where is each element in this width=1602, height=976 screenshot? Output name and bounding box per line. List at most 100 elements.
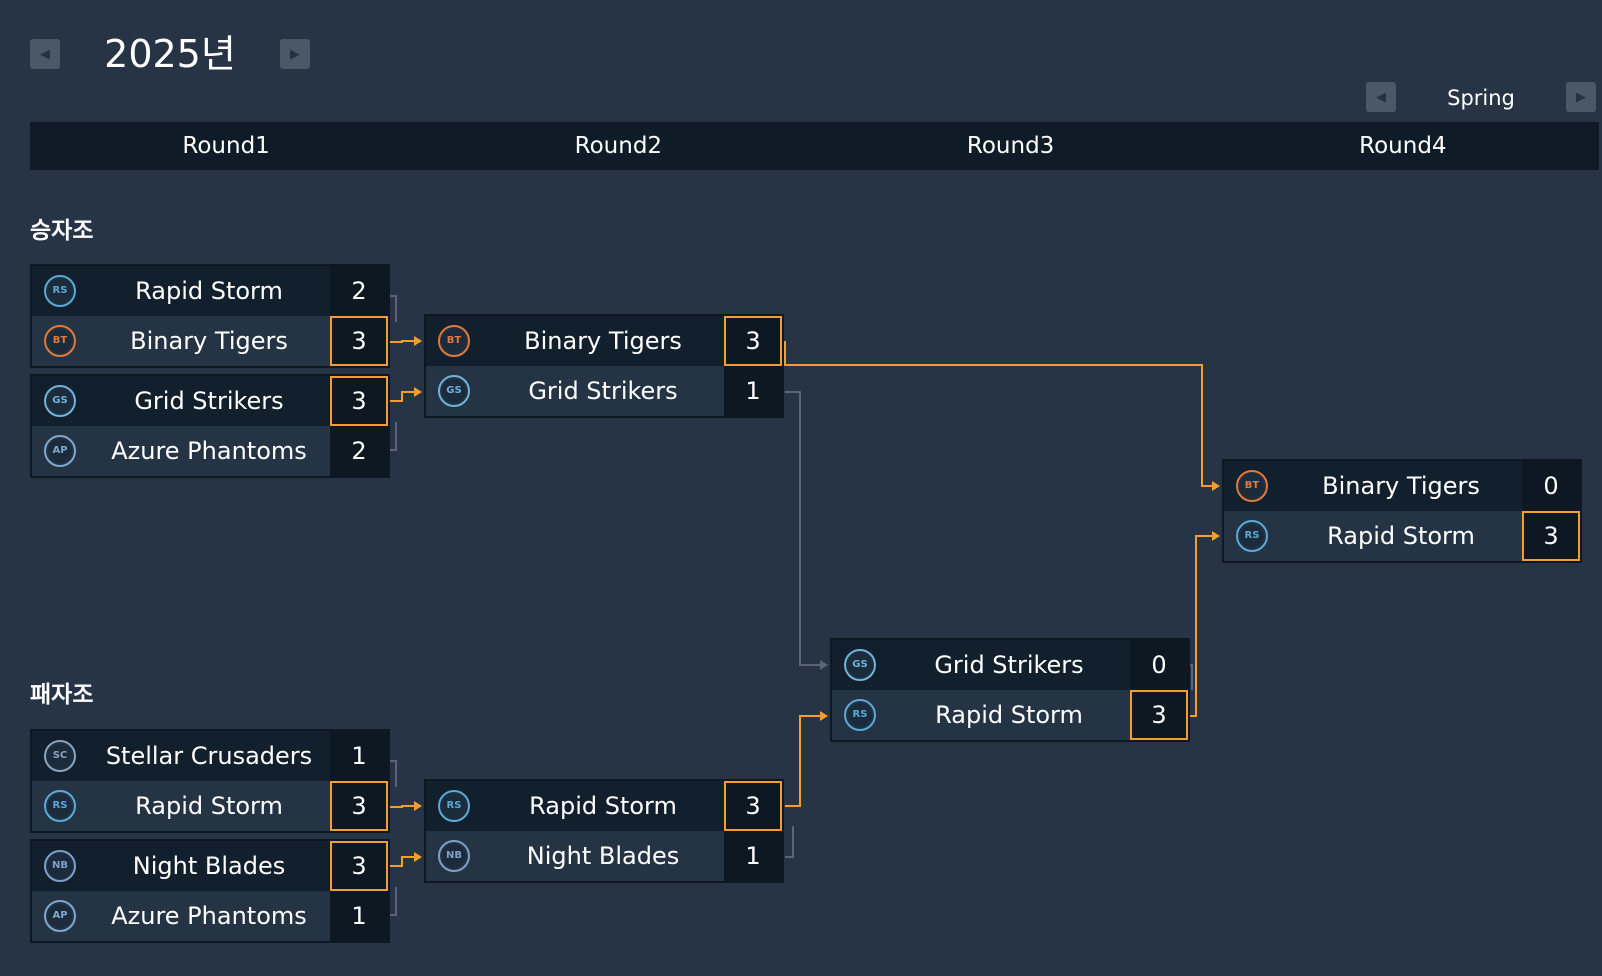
team-row[interactable]: GS Grid Strikers 1 xyxy=(426,366,782,416)
round-header-3: Round3 xyxy=(966,133,1055,159)
connector-arrow xyxy=(414,336,422,346)
rapid-storm-logo-icon: RS xyxy=(44,275,76,307)
team-row[interactable]: GS Grid Strikers 0 xyxy=(832,640,1188,690)
team-row[interactable]: BT Binary Tigers 3 xyxy=(426,316,782,366)
connector-line xyxy=(785,715,820,807)
team-name: Grid Strikers xyxy=(934,651,1084,679)
grid-strikers-logo-icon: GS xyxy=(844,649,876,681)
team-name: Binary Tigers xyxy=(130,327,288,355)
prev-year-button[interactable]: ◀ xyxy=(30,39,60,69)
winning-score: 3 xyxy=(1522,511,1580,561)
team-row[interactable]: RS Rapid Storm 3 xyxy=(426,781,782,831)
rounds-header: Round1 Round2 Round3 Round4 xyxy=(30,122,1599,170)
score: 0 xyxy=(1130,640,1188,690)
team-name: Grid Strikers xyxy=(134,387,284,415)
connector-line xyxy=(389,391,414,402)
team-row[interactable]: RS Rapid Storm 2 xyxy=(32,266,388,316)
arrow-right-icon: ▶ xyxy=(290,46,300,62)
binary-tigers-logo-icon: BT xyxy=(1236,470,1268,502)
team-row[interactable]: NB Night Blades 1 xyxy=(426,831,782,881)
score: 1 xyxy=(724,831,782,881)
arrow-left-icon: ◀ xyxy=(40,46,50,62)
connector-line xyxy=(389,805,414,808)
winning-score: 3 xyxy=(330,841,388,891)
winners-bracket-label: 승자조 xyxy=(30,218,94,244)
connector-arrow xyxy=(1212,481,1220,491)
team-name: Azure Phantoms xyxy=(111,902,307,930)
team-row[interactable]: GS Grid Strikers 3 xyxy=(32,376,388,426)
grid-strikers-logo-icon: GS xyxy=(438,375,470,407)
team-name: Rapid Storm xyxy=(135,792,283,820)
rapid-storm-logo-icon: RS xyxy=(844,699,876,731)
team-name: Azure Phantoms xyxy=(111,437,307,465)
team-row[interactable]: BT Binary Tigers 3 xyxy=(32,316,388,366)
team-name: Rapid Storm xyxy=(935,701,1083,729)
night-blades-logo-icon: NB xyxy=(438,840,470,872)
prev-season-button[interactable]: ◀ xyxy=(1366,82,1396,112)
connector-line xyxy=(1186,535,1212,717)
team-name: Night Blades xyxy=(526,842,680,870)
connector-arrow xyxy=(1212,531,1220,541)
round-header-2: Round2 xyxy=(574,133,663,159)
score: 2 xyxy=(330,426,388,476)
team-name: Stellar Crusaders xyxy=(105,742,313,770)
team-name: Rapid Storm xyxy=(1327,522,1475,550)
score: 2 xyxy=(330,266,388,316)
connector-arrow xyxy=(820,711,828,721)
connector-arrow xyxy=(820,660,828,670)
connector-arrow xyxy=(414,801,422,811)
night-blades-logo-icon: NB xyxy=(44,850,76,882)
connector-line xyxy=(784,341,1212,487)
round-header-4: Round4 xyxy=(1359,133,1447,159)
score: 1 xyxy=(330,891,388,941)
score: 1 xyxy=(724,366,782,416)
arrow-right-icon: ▶ xyxy=(1576,89,1586,105)
connector-line xyxy=(389,760,397,787)
rapid-storm-logo-icon: RS xyxy=(1236,520,1268,552)
binary-tigers-logo-icon: BT xyxy=(44,325,76,357)
team-name: Rapid Storm xyxy=(529,792,677,820)
next-season-button[interactable]: ▶ xyxy=(1566,82,1596,112)
connector-arrow xyxy=(414,852,422,862)
arrow-left-icon: ◀ xyxy=(1376,89,1386,105)
winning-score: 3 xyxy=(724,781,782,831)
next-year-button[interactable]: ▶ xyxy=(280,39,310,69)
winning-score: 3 xyxy=(330,316,388,366)
score: 0 xyxy=(1522,461,1580,511)
year-title: 2025년 xyxy=(104,32,236,76)
winning-score: 3 xyxy=(1130,690,1188,740)
connector-line xyxy=(389,856,414,867)
rapid-storm-logo-icon: RS xyxy=(438,790,470,822)
connector-arrow xyxy=(414,387,422,397)
winning-score: 3 xyxy=(330,781,388,831)
season-label: Spring xyxy=(1447,86,1515,110)
connector-line xyxy=(785,391,820,666)
winning-score: 3 xyxy=(724,316,782,366)
binary-tigers-logo-icon: BT xyxy=(438,325,470,357)
team-row[interactable]: RS Rapid Storm 3 xyxy=(1224,511,1580,561)
team-name: Rapid Storm xyxy=(135,277,283,305)
team-name: Binary Tigers xyxy=(524,327,682,355)
team-row[interactable]: BT Binary Tigers 0 xyxy=(1224,461,1580,511)
winning-score: 3 xyxy=(330,376,388,426)
score: 1 xyxy=(330,731,388,781)
team-name: Grid Strikers xyxy=(528,377,678,405)
grid-strikers-logo-icon: GS xyxy=(44,385,76,417)
team-name: Binary Tigers xyxy=(1322,472,1480,500)
team-row[interactable]: RS Rapid Storm 3 xyxy=(832,690,1188,740)
connector-line xyxy=(389,295,397,322)
